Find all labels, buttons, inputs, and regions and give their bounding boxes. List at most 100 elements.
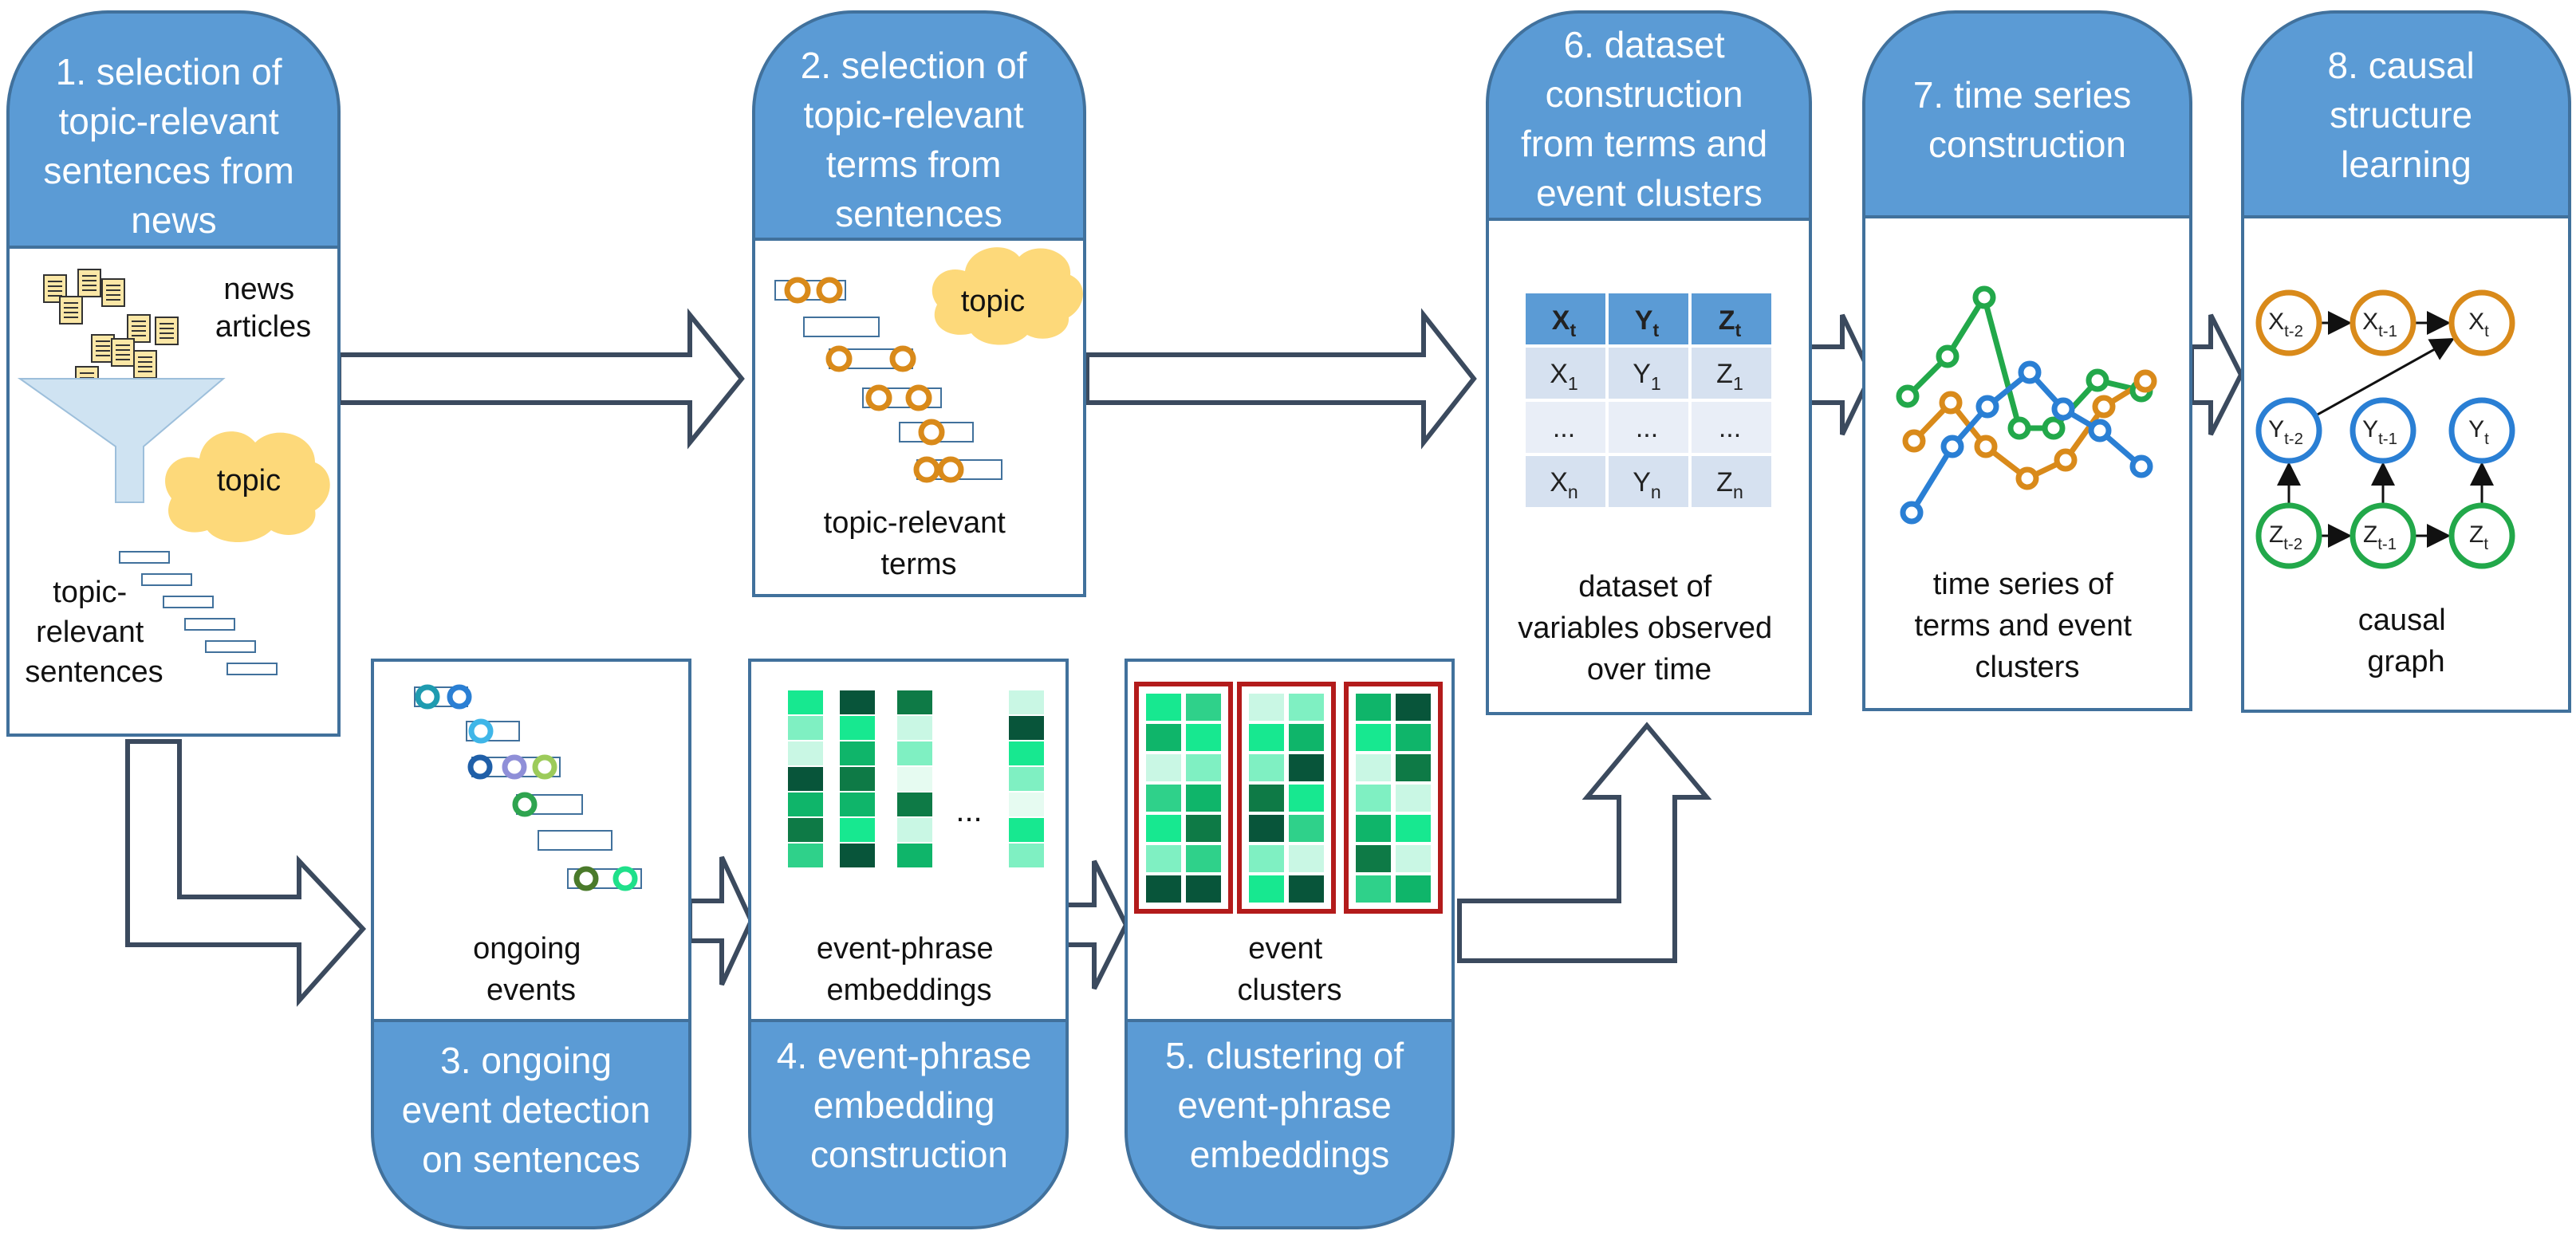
embedding-cell [840, 818, 875, 842]
step-6-title: 6. dataset construction from terms and e… [1521, 24, 1778, 214]
step-7-box: 7. time series construction time series … [1862, 10, 2192, 711]
embedding-cell [897, 844, 932, 867]
table-cell: ... [1636, 413, 1658, 443]
sentence-lines [119, 551, 278, 675]
topic-relevant-terms-label: topic-relevant terms [824, 506, 1014, 581]
causal-node-label: Xt [2468, 309, 2489, 340]
ongoing-events-label: ongoing events [473, 932, 589, 1007]
table-cell: Yn [1633, 467, 1661, 502]
step-6-header [1486, 10, 1812, 221]
step-8-title: 8. causal structure learning [2328, 45, 2485, 185]
causal-node [2255, 289, 2322, 356]
embedding-cell [1009, 844, 1044, 867]
embedding-cell [788, 716, 823, 740]
step-5-header [1125, 1019, 1455, 1229]
step-1-title: 1. selection of topic-relevant sentences… [43, 51, 304, 241]
causal-node-label: Xt-2 [2268, 309, 2303, 340]
step-4-header [748, 1019, 1069, 1229]
table-header: Yt [1635, 305, 1660, 340]
causal-edge [2314, 337, 2455, 417]
funnel-icon [17, 378, 226, 503]
embedding-cell [1009, 716, 1044, 740]
step-2-header [752, 10, 1086, 241]
embedding-cell [788, 793, 823, 816]
flow-arrow-4-to-5 [1062, 859, 1129, 990]
step-4-box: ... event-phrase embeddings 4. event-phr… [748, 659, 1069, 1229]
news-articles-label: news articles [215, 273, 311, 344]
embedding-cell [840, 690, 875, 714]
table-cell: ... [1553, 413, 1575, 443]
causal-node-label: Yt-2 [2268, 416, 2303, 448]
event-clusters-label: event clusters [1238, 932, 1342, 1007]
causal-node-label: Zt-1 [2363, 521, 2397, 553]
dataset-label: dataset of variables observed over time [1518, 570, 1781, 686]
time-series-plot [1896, 285, 2157, 525]
flow-arrow-5-to-6 [1457, 722, 1712, 963]
step-5-title: 5. clustering of event-phrase embeddings [1165, 1035, 1414, 1175]
flow-arrow-6-to-7 [1802, 313, 1874, 436]
embedding-ellipsis: ... [955, 793, 982, 828]
embedding-cell [788, 767, 823, 791]
causal-node [2448, 397, 2515, 464]
embedding-cell [788, 741, 823, 765]
document-icon [77, 269, 101, 297]
step-3-body [371, 659, 691, 1022]
embedding-cell [788, 844, 823, 867]
embedding-cell [897, 767, 932, 791]
topic-label-1: topic [217, 464, 281, 498]
causal-node [2448, 502, 2515, 569]
document-icon [133, 350, 157, 379]
causal-node [2350, 397, 2416, 464]
step-4-title: 4. event-phrase embedding construction [777, 1035, 1042, 1175]
embedding-cell [1009, 818, 1044, 842]
event-cluster [1134, 682, 1233, 914]
flow-arrow-2-to-6 [1085, 308, 1477, 450]
topic-label-2: topic [961, 285, 1025, 318]
flow-arrow-7-to-8 [2189, 313, 2244, 436]
table-header: Zt [1719, 305, 1742, 340]
embedding-cell [1009, 767, 1044, 791]
event-cluster [1237, 682, 1336, 914]
causal-node-label: Yt-1 [2362, 416, 2397, 448]
step-8-header [2241, 10, 2571, 218]
topic-cloud-1 [165, 431, 330, 542]
document-icon [59, 296, 83, 324]
causal-graph-label: causal graph [2358, 604, 2454, 678]
term-markers [784, 277, 964, 483]
table-cell: Zn [1716, 467, 1743, 502]
step-3-header [371, 1019, 691, 1229]
event-cluster [1344, 682, 1443, 914]
embedding-cell [1009, 690, 1044, 714]
flow-arrow-1-to-3 [125, 739, 367, 1007]
embedding-cell [840, 741, 875, 765]
embedding-cell [788, 818, 823, 842]
causal-node [2448, 289, 2515, 356]
step-1-header [6, 10, 341, 249]
causal-node [2350, 502, 2416, 569]
embedding-cell [840, 844, 875, 867]
embedding-columns [788, 690, 1044, 867]
embedding-cell [897, 818, 932, 842]
embedding-cell [897, 716, 932, 740]
document-icon [127, 314, 151, 343]
step-3-title: 3. ongoing event detection on sentences [402, 1040, 661, 1180]
embedding-cell [840, 767, 875, 791]
table-cell: Z1 [1716, 359, 1743, 394]
causal-node-label: Xt-1 [2362, 309, 2397, 340]
document-icon [155, 317, 179, 345]
event-cluster-groups [1134, 682, 1443, 914]
causal-node-label: Zt-2 [2269, 521, 2302, 553]
document-icon [111, 338, 135, 367]
step-3-box: ongoing events 3. ongoing event detectio… [371, 659, 691, 1229]
embedding-cell [840, 793, 875, 816]
document-icon [91, 334, 115, 363]
embedding-cell [1009, 793, 1044, 816]
embedding-cell [897, 690, 932, 714]
embedding-cell [897, 741, 932, 765]
step-2-title: 2. selection of topic-relevant terms fro… [801, 45, 1038, 234]
step-8-box: 8. causal structure learning Xt-2 Xt-1 XtY… [2241, 10, 2571, 713]
causal-node [2255, 397, 2322, 464]
